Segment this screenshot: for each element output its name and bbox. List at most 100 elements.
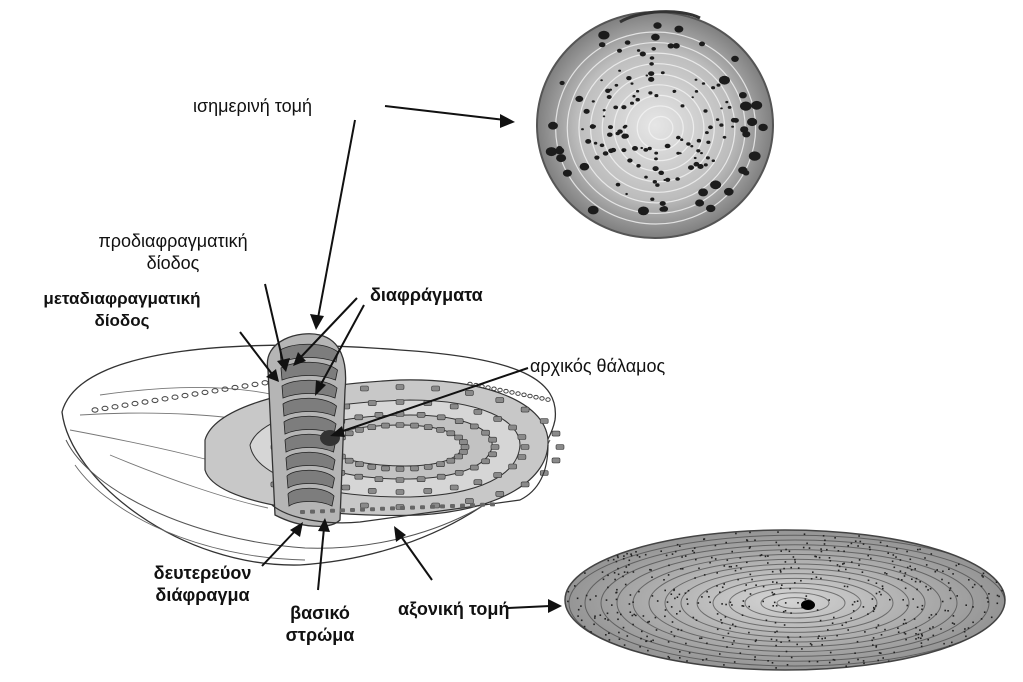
axial-dot xyxy=(668,656,670,658)
axial-dot xyxy=(917,606,919,608)
axial-dot xyxy=(617,557,619,559)
chamber-dot xyxy=(625,40,631,44)
axial-dot xyxy=(879,591,881,593)
axial-dot xyxy=(877,660,879,662)
axial-dot xyxy=(896,548,898,550)
axial-dot xyxy=(905,639,907,641)
coil-chamber xyxy=(356,427,364,432)
axial-dot xyxy=(948,582,950,584)
axial-dot xyxy=(821,551,823,553)
label-initial-chamber: αρχικός θάλαμος xyxy=(530,355,665,377)
axial-dot xyxy=(623,627,625,629)
label-septa: διαφράγματα xyxy=(370,284,483,306)
axial-dot xyxy=(922,605,924,607)
axial-dot xyxy=(624,644,626,646)
axial-dot xyxy=(672,621,674,623)
axial-dot xyxy=(772,594,774,596)
axial-dot xyxy=(685,643,687,645)
axial-dot xyxy=(617,619,619,621)
axial-dot xyxy=(900,559,902,561)
axial-dot xyxy=(746,539,748,541)
axial-dot xyxy=(772,571,774,573)
axial-dot xyxy=(635,615,637,617)
chamber-dot xyxy=(623,134,629,139)
chamber-dot xyxy=(663,179,666,181)
axial-dot xyxy=(776,582,778,584)
coil-chamber xyxy=(417,412,425,417)
axial-dot xyxy=(869,546,871,548)
axial-dot xyxy=(900,570,902,572)
axial-dot xyxy=(616,589,618,591)
chamber-dot xyxy=(740,102,752,111)
chamber-dot xyxy=(660,172,664,175)
chamber-dot xyxy=(720,107,723,109)
axial-dot xyxy=(590,599,592,601)
chamber-dot xyxy=(546,147,557,156)
axial-dot xyxy=(952,622,954,624)
axial-dot xyxy=(983,573,985,575)
axial-dot xyxy=(742,614,744,616)
axial-dot xyxy=(617,568,619,570)
axial-dot xyxy=(892,561,894,563)
axial-dot xyxy=(650,640,652,642)
axial-dot xyxy=(929,628,931,630)
chamber-dot xyxy=(600,144,605,148)
axial-dot xyxy=(754,656,756,658)
axial-dot xyxy=(785,610,787,612)
axial-dot xyxy=(749,547,751,549)
axial-dot xyxy=(797,602,799,604)
axial-dot xyxy=(584,626,586,628)
coil-chamber xyxy=(518,455,526,460)
chamber-dot xyxy=(637,49,640,52)
axial-dot xyxy=(880,594,882,596)
chamber-dot xyxy=(673,90,677,93)
axial-dot xyxy=(907,605,909,607)
axial-dot xyxy=(851,543,853,545)
chamber-dot xyxy=(680,138,683,141)
coil-chamber xyxy=(509,425,517,430)
axial-dot xyxy=(881,634,883,636)
axial-dot xyxy=(679,651,681,653)
axial-dot xyxy=(812,571,814,573)
label-line: μεταδιαφραγματική xyxy=(17,288,227,310)
axial-dot xyxy=(748,606,750,608)
axial-dot xyxy=(800,636,802,638)
axial-dot xyxy=(656,629,658,631)
axial-dot xyxy=(857,545,859,547)
chamber-dot xyxy=(644,176,648,179)
axial-dot xyxy=(784,624,786,626)
coil-chamber xyxy=(355,415,363,420)
axial-dot xyxy=(870,558,872,560)
axial-dot xyxy=(680,568,682,570)
chamber-dot xyxy=(717,84,721,87)
axial-dot xyxy=(772,592,774,594)
axial-dot xyxy=(723,637,725,639)
coil-chamber xyxy=(396,400,404,405)
chamber-dot xyxy=(616,183,621,187)
chamber-dot xyxy=(592,100,595,102)
axial-dot xyxy=(734,661,736,663)
axial-dot xyxy=(951,642,953,644)
axial-dot xyxy=(685,592,687,594)
coil-chamber xyxy=(437,474,445,479)
coil-chamber xyxy=(482,459,490,464)
axial-dot xyxy=(608,632,610,634)
chamber-dot xyxy=(599,42,606,47)
axial-dot xyxy=(796,644,798,646)
coil-chamber xyxy=(455,470,463,475)
axial-dot xyxy=(863,606,865,608)
axial-dot xyxy=(702,659,704,661)
chamber-dot xyxy=(739,92,747,98)
axial-dot xyxy=(889,599,891,601)
axial-dot xyxy=(722,587,724,589)
axial-dot xyxy=(964,628,966,630)
base-chamber xyxy=(420,505,425,509)
axial-dot xyxy=(915,627,917,629)
chamber-dot xyxy=(696,149,700,152)
chamber-dot xyxy=(725,101,728,103)
coil-chamber xyxy=(491,445,499,450)
axial-dot xyxy=(664,616,666,618)
axial-dot xyxy=(964,631,966,633)
axial-dot xyxy=(607,575,609,577)
axial-dot xyxy=(882,588,884,590)
